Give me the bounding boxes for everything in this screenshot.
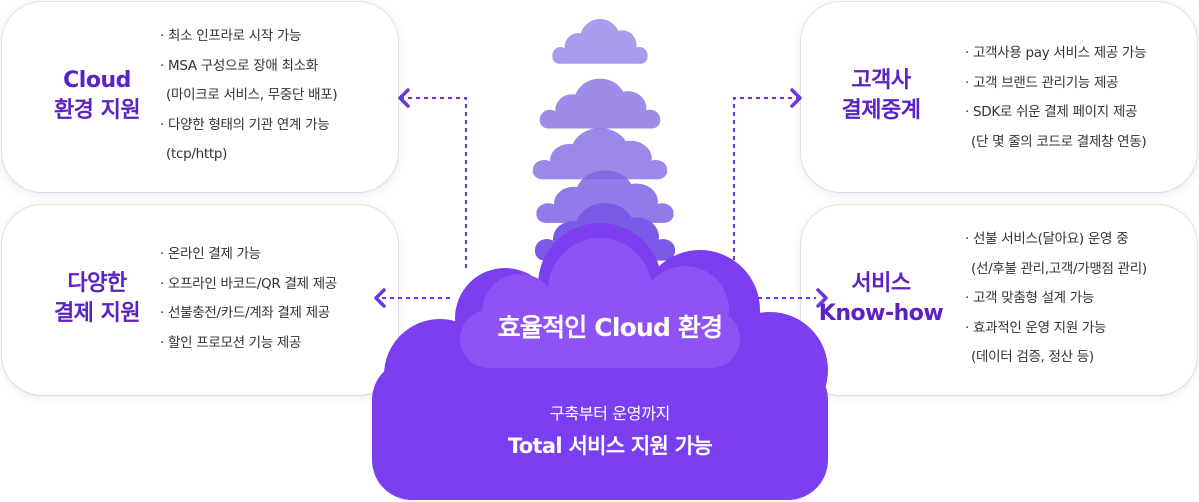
- bullet-item: · MSA 구성으로 장애 최소화: [160, 57, 318, 74]
- center-subtitle: 구축부터 운영까지: [549, 404, 671, 423]
- bullet-list: · 온라인 결제 가능 · 오프라인 바코드/QR 결제 제공 · 선불충전/카…: [160, 240, 337, 358]
- card-payments: 다양한 결제 지원 · 온라인 결제 가능 · 오프라인 바코드/QR 결제 제…: [2, 205, 398, 395]
- bullet-item: · 선불충전/카드/계좌 결제 제공: [160, 305, 330, 321]
- center-title: 효율적인 Cloud 환경: [497, 313, 724, 342]
- bullet-item: (선/후불 관리,고객/가맹점 관리): [971, 260, 1147, 277]
- bullet-item: · 온라인 결제 가능: [160, 246, 261, 262]
- bullet-item: (마이크로 서비스, 무중단 배포): [166, 87, 338, 103]
- bullet-item: · 오프라인 바코드/QR 결제 제공: [160, 275, 337, 292]
- bullet-item: · 선불 서비스(달아요) 운영 중: [965, 231, 1129, 247]
- cloud-layer-1: [552, 19, 648, 64]
- bullet-item: · 고객사용 pay 서비스 제공 가능: [965, 45, 1147, 61]
- bullet-item: · 효과적인 운영 지원 가능: [965, 319, 1107, 336]
- card-knowhow: 서비스 Know-how · 선불 서비스(달아요) 운영 중 (선/후불 관리…: [801, 205, 1197, 395]
- cloud-layer-2: [539, 78, 661, 129]
- card-merchant: 고객사 결제중계 · 고객사용 pay 서비스 제공 가능 · 고객 브랜드 관…: [801, 2, 1197, 192]
- card-cloud-env: Cloud 환경 지원 · 최소 인프라로 시작 가능 · MSA 구성으로 장…: [2, 2, 398, 192]
- center-main-text: Total 서비스 지원 가능: [507, 434, 713, 458]
- bullet-list: · 선불 서비스(달아요) 운영 중 (선/후불 관리,고객/가맹점 관리) ·…: [965, 225, 1147, 373]
- bullet-item: (tcp/http): [166, 146, 228, 162]
- arrow-right-icon: [790, 88, 802, 108]
- connector-top-left: [402, 97, 467, 268]
- bullet-item: · 고객 브랜드 관리기능 제공: [965, 74, 1119, 91]
- card-title: 다양한 결제 지원: [53, 271, 141, 326]
- arrow-left-icon: [398, 88, 410, 108]
- bullet-item: (데이터 검증, 정산 등): [971, 349, 1094, 365]
- bullet-item: · 할인 프로모션 기능 제공: [160, 334, 302, 351]
- connector-top-right: [733, 97, 798, 268]
- card-title: Cloud 환경 지원: [53, 68, 141, 123]
- bullet-item: · 최소 인프라로 시작 가능: [160, 28, 302, 44]
- bullet-item: · SDK로 쉬운 결제 페이지 제공: [965, 104, 1138, 120]
- bullet-item: (단 몇 줄의 코드로 결제창 연동): [971, 133, 1147, 150]
- bullet-list: · 고객사용 pay 서비스 제공 가능 · 고객 브랜드 관리기능 제공 · …: [965, 39, 1147, 157]
- cloud-inner-highlight: [460, 238, 740, 368]
- bullet-item: · 다양한 형태의 기관 연계 가능: [160, 116, 330, 133]
- arrow-right-icon: [816, 288, 828, 308]
- bullet-item: · 고객 맞춤형 설계 가능: [965, 290, 1095, 306]
- card-title: 서비스 Know-how: [818, 271, 944, 326]
- card-title: 고객사 결제중계: [841, 68, 921, 123]
- bullet-list: · 최소 인프라로 시작 가능 · MSA 구성으로 장애 최소화 (마이크로 …: [160, 22, 338, 170]
- arrow-left-icon: [374, 288, 386, 308]
